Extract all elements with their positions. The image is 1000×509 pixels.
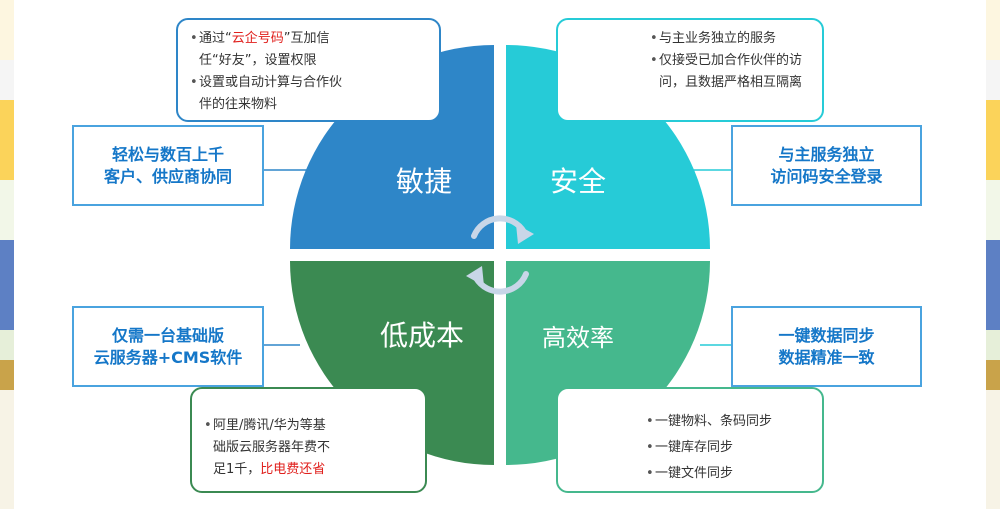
agile-note-text: 通过“ xyxy=(199,31,232,46)
lowcost-headline-box: 仅需一台基础版 云服务器+CMS软件 xyxy=(72,306,264,387)
agile-note-item2: 设置或自动计算与合作伙 伴的往来物料 xyxy=(190,72,439,116)
agile-quadrant xyxy=(290,45,494,249)
security-note-item1: 与主业务独立的服务 xyxy=(650,28,822,50)
efficiency-note: 一键物料、条码同步 一键库存同步 一键文件同步 xyxy=(556,387,824,493)
agile-headline-line2: 客户、供应商协同 xyxy=(103,166,232,186)
lowcost-note: 阿里/腾讯/华为等基 础版云服务器年费不 足1千，比电费还省 xyxy=(190,387,427,493)
efficiency-headline-box: 一键数据同步 数据精准一致 xyxy=(731,306,922,387)
lowcost-note-text: 础版云服务器年费不 xyxy=(213,440,331,455)
security-note-text: 问，且数据严格相互隔离 xyxy=(659,75,803,90)
efficiency-note-item1: 一键物料、条码同步 xyxy=(646,409,822,435)
agile-label: 敏捷 xyxy=(395,165,452,198)
efficiency-label: 高效率 xyxy=(542,324,614,352)
lowcost-headline-line1: 仅需一台基础版 xyxy=(111,325,224,345)
security-note-text: 仅接受已加合作伙伴的访 xyxy=(659,53,803,68)
agile-note-text: ”互加信 xyxy=(283,31,330,46)
lowcost-note-item: 阿里/腾讯/华为等基 础版云服务器年费不 足1千，比电费还省 xyxy=(204,415,425,481)
agile-headline-box: 轻松与数百上千 客户、供应商协同 xyxy=(72,125,264,206)
lowcost-note-text: 阿里/腾讯/华为等基 xyxy=(213,418,326,433)
agile-note-text: 任“好友”，设置权限 xyxy=(199,53,317,68)
connectors-right xyxy=(690,169,732,346)
efficiency-headline-line1: 一键数据同步 xyxy=(778,325,875,345)
security-headline-box: 与主服务独立 访问码安全登录 xyxy=(731,125,922,206)
security-note: 与主业务独立的服务 仅接受已加合作伙伴的访 问，且数据严格相互隔离 xyxy=(556,18,824,122)
lowcost-note-text: 足1千， xyxy=(213,462,261,477)
efficiency-headline-line2: 数据精准一致 xyxy=(778,347,875,367)
lowcost-note-highlight: 比电费还省 xyxy=(260,462,326,477)
efficiency-note-item3: 一键文件同步 xyxy=(646,461,822,487)
cycle-arrowheads-icon xyxy=(466,224,534,286)
lowcost-quadrant xyxy=(290,261,494,465)
efficiency-note-text: 一键文件同步 xyxy=(655,466,734,481)
security-headline-line2: 访问码安全登录 xyxy=(770,166,883,186)
lowcost-headline-line2: 云服务器+CMS软件 xyxy=(93,347,243,367)
security-note-item2: 仅接受已加合作伙伴的访 问，且数据严格相互隔离 xyxy=(650,50,822,94)
right-edge-strip xyxy=(986,0,1000,509)
agile-note: 通过“云企号码”互加信 任“好友”，设置权限 设置或自动计算与合作伙 伴的往来物… xyxy=(176,18,441,122)
security-note-text: 与主业务独立的服务 xyxy=(659,31,777,46)
left-edge-strip xyxy=(0,0,14,509)
agile-note-item1: 通过“云企号码”互加信 任“好友”，设置权限 xyxy=(190,28,439,72)
connectors-left xyxy=(263,169,310,346)
security-headline-line1: 与主服务独立 xyxy=(778,144,875,164)
security-label: 安全 xyxy=(549,165,606,198)
efficiency-note-item2: 一键库存同步 xyxy=(646,435,822,461)
agile-note-text: 设置或自动计算与合作伙 xyxy=(199,75,343,90)
agile-note-text: 伴的往来物料 xyxy=(199,97,278,112)
lowcost-label: 低成本 xyxy=(379,319,464,352)
agile-headline-line1: 轻松与数百上千 xyxy=(111,144,224,164)
agile-note-highlight: 云企号码 xyxy=(231,31,284,46)
efficiency-note-text: 一键物料、条码同步 xyxy=(655,414,773,429)
efficiency-note-text: 一键库存同步 xyxy=(655,440,734,455)
